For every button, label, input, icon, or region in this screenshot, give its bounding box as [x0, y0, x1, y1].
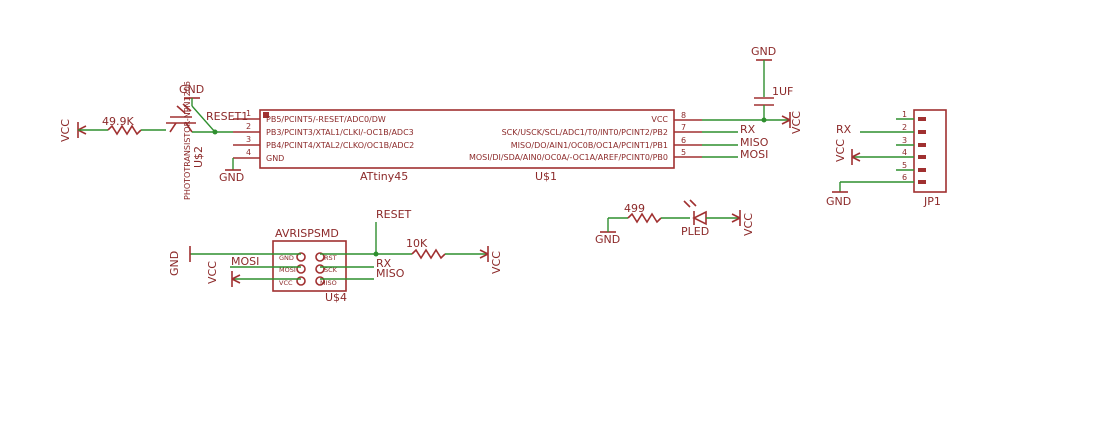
vcc-label-ic: VCC	[790, 111, 803, 134]
pin1-marker	[263, 112, 269, 118]
ic-pin-label-1: PB5/PCINT5/-RESET/ADC0/DW	[266, 115, 386, 124]
led-name: PLED	[681, 225, 709, 238]
resistor-49k9-value: 49.9K	[102, 115, 134, 128]
ic-pin-num-7: 7	[681, 123, 686, 132]
jp1-body	[913, 109, 947, 193]
net-label-miso: MISO	[740, 136, 769, 149]
ic-pin-label-8: VCC	[651, 115, 668, 124]
gnd-symbol-phototrans: GND RESET1	[179, 83, 248, 135]
ic-pin-label-2: PB3/PCINT3/XTAL1/CLKI/-OC1B/ADC3	[266, 128, 414, 137]
ic-pin-num-2: 2	[246, 122, 251, 131]
ic-pin-label-5: MOSI/DI/SDA/AIN0/OC0A/-OC1A/AREF/PCINT0/…	[469, 153, 668, 162]
ic-pin-num-8: 8	[681, 111, 686, 120]
vcc-label-left: VCC	[59, 119, 72, 142]
net-label-reset1: RESET1	[206, 110, 248, 123]
ic-pin-label-3: PB4/PCINT4/XTAL2/CLKO/OC1B/ADC2	[266, 141, 414, 150]
isp-left-nets: GND MOSI VCC	[168, 246, 301, 287]
isp-name: AVRISPSMD	[275, 227, 339, 240]
ic-gnd-net: GND	[219, 158, 244, 184]
isp-pin-mosi: MOSI	[279, 266, 296, 274]
jp1-pin-5: 5	[902, 161, 907, 170]
gnd-label-phototrans: GND	[179, 83, 204, 96]
jp1-pins: 1 2 3 4 5 6	[840, 110, 926, 184]
isp-ref: U$4	[325, 291, 347, 304]
jp1-net-rx: RX	[836, 123, 852, 136]
isp-net-miso: MISO	[376, 267, 405, 280]
resistor-49k9: 49.9K	[102, 115, 166, 136]
vcc-label-isp-reset: VCC	[490, 251, 503, 274]
ic-pin-label-7: SCK/USCK/SCL/ADC1/T0/INT0/PCINT2/PB2	[502, 128, 668, 137]
ic-ref: U$1	[535, 170, 557, 183]
ic-pin-label-4: GND	[266, 154, 284, 163]
resistor-499-value: 499	[624, 202, 645, 215]
isp-pin-gnd: GND	[279, 254, 294, 262]
isp-net-mosi: MOSI	[231, 255, 259, 268]
vcc-label-led: VCC	[742, 213, 755, 236]
ic-vcc-net: VCC	[702, 111, 803, 134]
gnd-label-ic: GND	[219, 171, 244, 184]
vcc-symbol-left: VCC	[59, 119, 108, 142]
ic-pin-num-6: 6	[681, 136, 686, 145]
led-section: GND 499 PLED VCC	[595, 199, 755, 246]
ic-pin-num-5: 5	[681, 148, 686, 157]
ic-name: ATtiny45	[360, 170, 408, 183]
vcc-label-isp: VCC	[206, 261, 219, 284]
resistor-10k-value: 10K	[406, 237, 428, 250]
avr-isp-header: AVRISPSMD U$4 GND MOSI VCC RST SCK MISO	[272, 227, 347, 304]
ic-pin-num-3: 3	[246, 135, 251, 144]
capacitor-1uf: GND 1UF	[751, 45, 793, 120]
gnd-label-cap: GND	[751, 45, 776, 58]
ic-pin-label-6: MISO/DO/AIN1/OC0B/OC1A/PCINT1/PB1	[511, 141, 668, 150]
jp1-pin-1: 1	[902, 110, 907, 119]
jp1-pin-4: 4	[902, 148, 907, 157]
ic-right-nets: RX MISO MOSI	[702, 123, 769, 161]
gnd-label-isp: GND	[168, 251, 181, 276]
phototransistor-part: PHOTOTRANSISTOR-NPN1206	[183, 81, 192, 200]
phototransistor-ref: U$2	[192, 146, 205, 168]
ic-pin-num-4: 4	[246, 148, 251, 157]
ic-body	[259, 109, 675, 169]
isp-pin-rst: RST	[324, 254, 337, 262]
net-label-rx: RX	[740, 123, 756, 136]
jp1-header: 1 2 3 4 5 6 JP1 RX VCC GND	[826, 109, 947, 208]
isp-body	[272, 240, 347, 292]
attiny45-ic: 1 2 3 4 PB5/PCINT5/-RESET/ADC0/DW PB3/PC…	[233, 109, 702, 183]
isp-net-reset: RESET	[376, 208, 412, 221]
jp1-pin-3: 3	[902, 136, 907, 145]
ic-pin-num-1: 1	[246, 109, 251, 118]
isp-pin-sck: SCK	[324, 266, 338, 274]
isp-pin-miso: MISO	[320, 279, 337, 287]
jp1-ref: JP1	[923, 195, 941, 208]
vcc-label-jp1: VCC	[834, 139, 847, 162]
isp-right-nets: RESET 10K VCC RX MISO	[320, 208, 503, 280]
gnd-label-jp1: GND	[826, 195, 851, 208]
gnd-label-led: GND	[595, 233, 620, 246]
capacitor-value: 1UF	[772, 85, 793, 98]
isp-pin-vcc: VCC	[279, 279, 293, 287]
jp1-pin-2: 2	[902, 123, 907, 132]
jp1-pin-6: 6	[902, 173, 907, 182]
isp-net-rx: RX	[376, 257, 392, 270]
net-label-mosi: MOSI	[740, 148, 768, 161]
